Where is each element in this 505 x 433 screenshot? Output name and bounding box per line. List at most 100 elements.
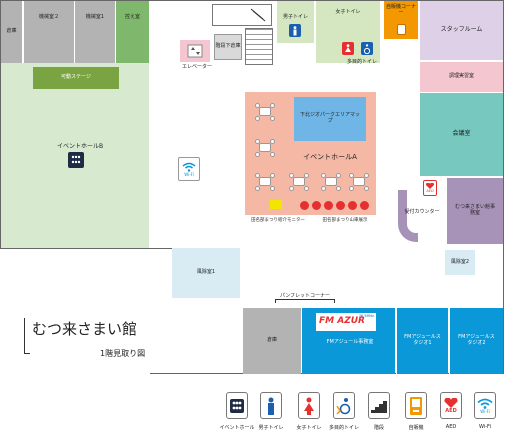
under-stair-label: 階段下倉庫	[215, 43, 241, 50]
office: むつ来さまい館事務室	[447, 178, 503, 244]
windbreak2-label: 風除室2	[450, 258, 470, 265]
staff-room: スタッフルーム	[420, 1, 503, 60]
movable-stage: 可動ステージ	[33, 67, 119, 89]
wifi-icon	[477, 398, 493, 409]
mens-toilet-label: 男子トイレ	[282, 14, 308, 20]
machine-room-2: 機械室２	[24, 1, 74, 63]
legend-label: 自販機	[408, 425, 424, 431]
office-label: むつ来さまい館事務室	[455, 204, 496, 216]
page-subtitle: 1階見取り図	[100, 349, 146, 358]
elevator[interactable]	[180, 40, 210, 62]
page-title: むつ来さまい館	[32, 320, 138, 338]
festival-float	[348, 201, 357, 210]
windbreak1-label: 風除室1	[196, 269, 216, 276]
title-bracket	[24, 318, 30, 354]
womens-toilet-icon	[342, 42, 354, 55]
legend-label: イベントホール	[219, 425, 255, 431]
wifi-icon: Wi-Fi	[178, 157, 200, 181]
legend-vending-machine	[405, 392, 427, 419]
fm-logo-text: FM AZUR	[319, 316, 365, 326]
table-set	[348, 172, 370, 192]
womens-toilet-icon	[304, 397, 314, 415]
legend-label: 多目的トイレ	[328, 425, 359, 431]
fm-studio1-label: FMアジュールスタジオ1	[404, 334, 441, 346]
pamphlet-rack	[275, 299, 335, 303]
exhibit-label: 田名部まつり山車展示	[322, 218, 368, 223]
fm-studio2-label: FMアジュールスタジオ2	[458, 334, 495, 346]
under-stair-storage: 階段下倉庫	[214, 34, 242, 60]
wifi-small-label: Wi-Fi	[184, 171, 194, 177]
machine2-label: 機械室２	[38, 14, 59, 20]
cooking-room: 調理実習室	[420, 62, 503, 92]
festival-float	[312, 201, 321, 210]
fm-azur-logo: FM AZUR 76.5MHz	[316, 313, 376, 331]
shimokita-geopark-map[interactable]: 下北ジオパークエリアマップ	[294, 97, 366, 141]
fm-logo-freq: 76.5MHz	[358, 314, 374, 318]
reception-label: 受付カウンター	[404, 209, 440, 215]
storage-room-bottom: 倉庫	[243, 308, 301, 374]
stage-label: 可動ステージ	[61, 74, 91, 81]
legend-wifi: Wi-Fi	[474, 392, 496, 419]
legend-label: AED	[445, 424, 457, 430]
legend-womens-toilet	[298, 392, 320, 419]
meeting-room: 会議室	[420, 93, 503, 176]
aed-small-label: AED	[426, 189, 434, 193]
multipurpose-toilet-icon	[361, 42, 373, 55]
aed-icon	[444, 397, 458, 408]
festival-float	[324, 201, 333, 210]
staff-room-label: スタッフルーム	[440, 26, 483, 34]
legend-label: 男子トイレ	[258, 425, 284, 431]
map-label: 下北ジオパークエリアマップ	[300, 112, 361, 124]
elevator-label: エレベーター	[181, 64, 212, 70]
fm-studio-2: FMアジュールスタジオ2	[449, 308, 503, 374]
womens-toilet-label: 女子トイレ	[335, 9, 361, 15]
cooking-label: 調理実習室	[448, 73, 474, 80]
legend-label: Wi-Fi	[479, 424, 491, 430]
multi-toilet-label: 多目的トイレ	[346, 59, 377, 65]
aed-icon: AED	[423, 180, 437, 196]
legend-event-hall	[226, 392, 248, 419]
vending-label: 自販機コーナー	[385, 4, 416, 16]
table-set	[288, 172, 310, 192]
legend-label: 女子トイレ	[296, 425, 322, 431]
legend-label: 階段	[373, 425, 384, 431]
storage-top-label: 倉庫	[6, 28, 17, 35]
legend-multipurpose-toilet	[333, 392, 355, 419]
legend-stairs	[368, 392, 390, 419]
festival-monitor	[270, 200, 282, 209]
stairs	[245, 28, 273, 65]
machine1-label: 機械室1	[85, 14, 105, 20]
waiting-label: 控え室	[124, 14, 140, 20]
mens-toilet-icon	[268, 397, 274, 415]
reception-counter[interactable]	[398, 190, 418, 242]
corridor-stair-top	[212, 4, 272, 26]
windbreak-room-2[interactable]: 風除室2	[445, 250, 475, 275]
vending-machine-icon	[397, 24, 406, 35]
event-hall-icon	[68, 152, 84, 168]
elevator-icon	[187, 44, 203, 58]
table-set	[254, 172, 276, 192]
meeting-label: 会議室	[452, 130, 471, 138]
mens-toilet-icon	[289, 24, 301, 37]
storage-bottom-label: 倉庫	[266, 337, 277, 344]
windbreak-room-1[interactable]: 風除室1	[172, 248, 240, 298]
vending-machine-icon	[410, 396, 422, 415]
festival-float	[300, 201, 309, 210]
festival-float	[360, 201, 369, 210]
hall-a-label: イベントホールA	[303, 153, 357, 161]
table-set	[254, 138, 276, 158]
fm-studio-1: FMアジュールスタジオ1	[396, 308, 448, 374]
multipurpose-toilet-icon	[336, 397, 351, 415]
monitor-label: 田名部まつり紹介モニター	[251, 218, 305, 223]
pamphlet-label: パンフレットコーナー	[279, 293, 331, 299]
waiting-room: 控え室	[116, 1, 149, 63]
legend-mens-toilet	[260, 392, 282, 419]
fm-office-label: FMアジュール事務室	[326, 339, 374, 345]
table-set	[320, 172, 342, 192]
storage-room-top: 倉庫	[1, 1, 23, 63]
stairs-icon	[371, 400, 387, 413]
festival-float	[336, 201, 345, 210]
legend-aed: AED	[440, 392, 462, 419]
hall-b-label: イベントホールB	[56, 143, 104, 150]
event-hall-icon	[230, 398, 244, 413]
